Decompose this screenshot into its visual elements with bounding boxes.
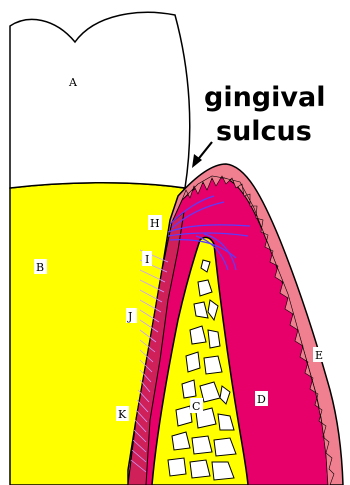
svg-text:K: K: [118, 408, 127, 421]
label-C: C: [190, 398, 203, 413]
callout-gingival: gingival: [204, 82, 325, 113]
crown-enamel-region: [10, 12, 190, 188]
svg-text:B: B: [36, 261, 44, 274]
sulcus-arrow: [192, 142, 212, 168]
label-A: A: [67, 74, 79, 89]
svg-text:H: H: [150, 217, 160, 230]
label-E: E: [313, 347, 326, 362]
label-B: B: [34, 259, 47, 274]
label-D: D: [255, 391, 268, 406]
svg-text:E: E: [315, 349, 323, 362]
svg-text:J: J: [127, 310, 132, 323]
label-H: H: [148, 215, 162, 230]
svg-text:C: C: [192, 400, 200, 413]
svg-text:A: A: [68, 76, 78, 89]
label-K: K: [116, 406, 129, 421]
label-I: I: [142, 251, 152, 266]
label-J: J: [126, 308, 137, 323]
callout-sulcus: sulcus: [216, 116, 312, 147]
svg-text:I: I: [145, 253, 149, 266]
svg-text:D: D: [257, 393, 266, 406]
